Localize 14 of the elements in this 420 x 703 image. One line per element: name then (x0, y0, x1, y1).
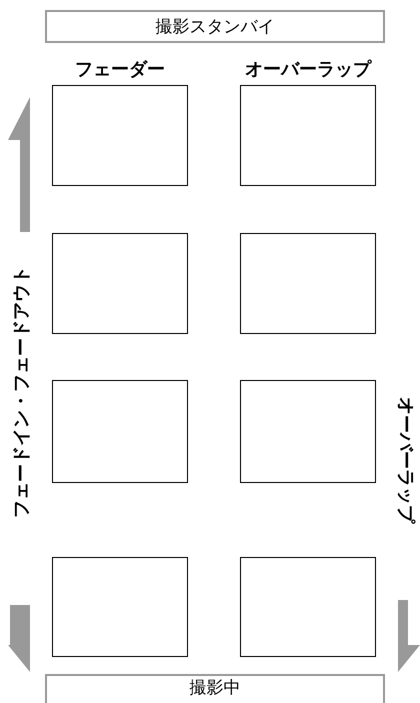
empty-frame (52, 85, 188, 186)
empty-frame (52, 380, 188, 483)
column-heading: オーバーラップ (245, 61, 371, 79)
column-heading: フェーダー (75, 61, 165, 79)
stage-band: 撮影スタンバイ (45, 10, 385, 43)
empty-frame (52, 557, 188, 657)
stage-band: 撮影中 (45, 674, 385, 703)
empty-frame (240, 380, 376, 483)
vertical-label: フェードイン・フェードアウト (13, 266, 31, 518)
vertical-label: オーバーラップ (396, 397, 414, 523)
empty-frame (240, 557, 376, 657)
empty-frame (240, 85, 376, 186)
empty-frame (52, 233, 188, 334)
empty-frame (240, 233, 376, 334)
